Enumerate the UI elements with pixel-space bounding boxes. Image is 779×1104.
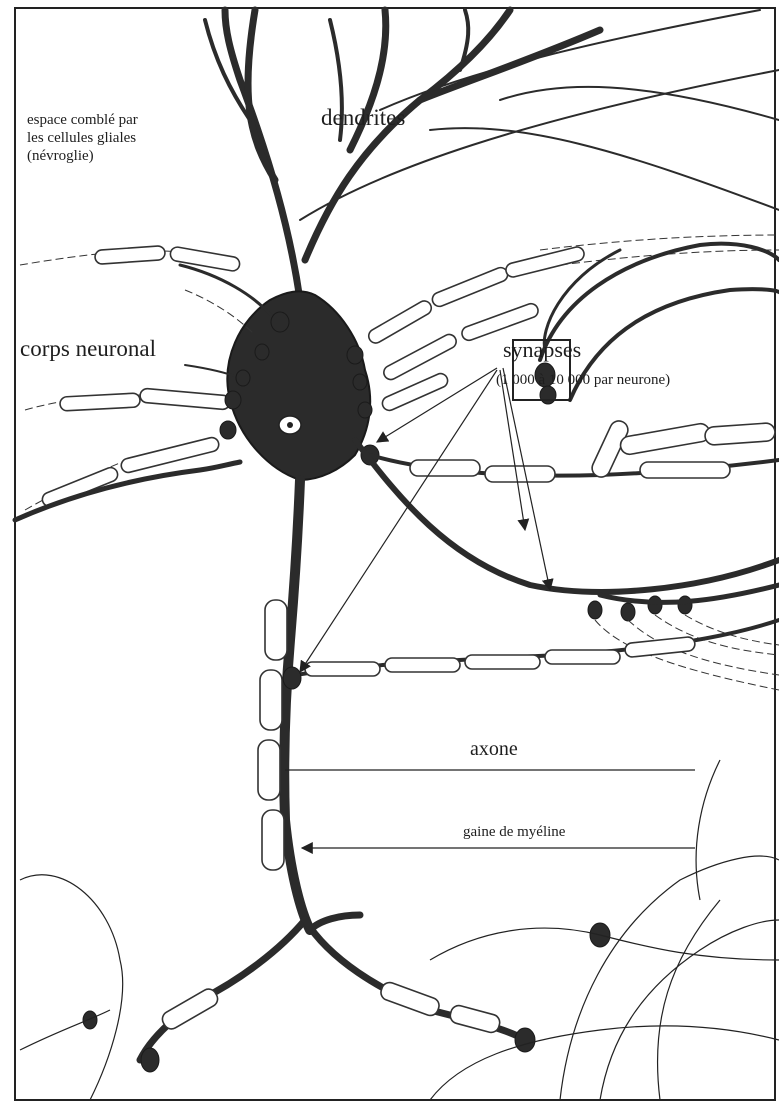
- bottom-fibres: [20, 760, 779, 1100]
- axon-branches: [140, 915, 525, 1060]
- axon-trunk: [284, 480, 310, 930]
- synapses-count-label: (1 000 à 10 000 par neurone): [496, 372, 670, 389]
- frame-border: [15, 8, 775, 1100]
- glial-space-label: espace comblé par les cellules gliales (…: [27, 111, 138, 165]
- glial-label-line-3: (névroglie): [27, 147, 138, 165]
- glial-label-line-1: espace comblé par: [27, 111, 138, 129]
- axon-label: axone: [470, 738, 518, 761]
- myelin-sheath-label: gaine de myéline: [463, 824, 565, 841]
- left-input-fibres: [15, 246, 289, 520]
- glial-label-line-2: les cellules gliales: [27, 129, 138, 147]
- synapses-label: synapses: [503, 337, 581, 363]
- cell-body-shape: [227, 291, 370, 480]
- mid-input-fibre: [283, 620, 779, 689]
- dendrites-label: dendrites: [321, 105, 405, 131]
- cell-body-label: corps neuronal: [20, 336, 156, 362]
